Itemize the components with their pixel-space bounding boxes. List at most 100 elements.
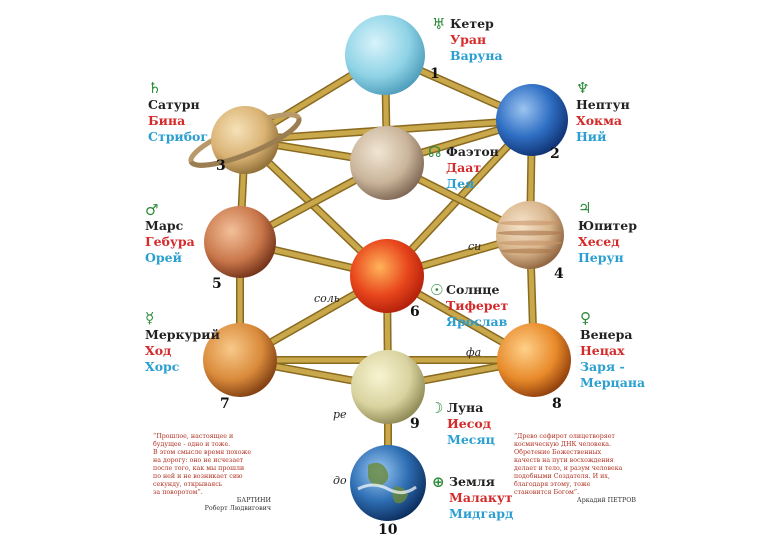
sephira-number-9: 9 xyxy=(410,416,420,432)
quote-right-line: качеств на пути восхождения xyxy=(514,457,614,464)
quote-left-line: будущее - одно и тоже. xyxy=(153,441,231,448)
planet-moon xyxy=(351,350,425,424)
label-saturn-line-2: Стрибог xyxy=(148,129,209,144)
planet-spheres xyxy=(188,15,571,521)
label-mercury-line-0: Меркурий xyxy=(145,327,220,342)
label-sun-line-1: Тиферет xyxy=(446,298,509,313)
sephira-number-2: 2 xyxy=(550,146,560,162)
label-jupiter-line-2: Перун xyxy=(578,250,624,265)
label-venus-line-2: Заря - xyxy=(580,359,625,374)
label-earth-line-2: Мидгард xyxy=(449,506,514,521)
label-phaeton-line-1: Даат xyxy=(446,160,482,175)
quote-left-author: БАРТИНИ xyxy=(236,497,271,504)
venus-symbol-icon: ♀ xyxy=(580,309,591,327)
label-saturn-line-1: Бина xyxy=(148,113,186,128)
jupiter-band xyxy=(501,248,559,254)
quote-left-line: В этом смысле время похоже xyxy=(153,449,252,456)
sephira-number-6: 6 xyxy=(410,304,420,320)
saturn-ring-front xyxy=(188,117,302,168)
mercury-symbol-icon: ☿ xyxy=(145,309,155,327)
planet-venus xyxy=(497,323,571,397)
sephira-number-1: 1 xyxy=(430,66,440,82)
quote-right-line: “Древо сефирот олицетворяет xyxy=(514,433,615,440)
planet-earth xyxy=(350,445,426,521)
label-phaeton-line-0: Фаэтон xyxy=(446,144,499,159)
phaeton-symbol-icon: ☊ xyxy=(428,143,442,161)
planet-saturn xyxy=(211,106,279,174)
label-moon-line-0: Луна xyxy=(447,400,484,415)
earth-clouds xyxy=(357,483,417,494)
sephira-number-3: 3 xyxy=(216,158,226,174)
label-jupiter-line-1: Хесед xyxy=(578,234,620,249)
quote-right-author: Аркадий ПЕТРОВ xyxy=(576,497,636,504)
quote-left-line: секунду, открываясь xyxy=(153,481,223,488)
quote-right-line: благодаря этому, тоже xyxy=(514,481,591,488)
quote-left-author-sub: Роберт Людвигович xyxy=(204,505,271,512)
label-phaeton-line-2: Дея xyxy=(446,176,475,191)
sephira-number-8: 8 xyxy=(552,396,562,412)
label-mars-line-0: Марс xyxy=(145,218,184,233)
moon-symbol-icon: ☽ xyxy=(430,399,444,417)
planet-uranus xyxy=(345,15,425,95)
label-moon-line-1: Иесод xyxy=(447,416,492,431)
planet-sun xyxy=(350,239,424,313)
jupiter-band xyxy=(497,240,563,246)
label-earth-line-0: Земля xyxy=(449,474,495,489)
jupiter-band xyxy=(497,230,563,236)
saturn-symbol-icon: ♄ xyxy=(148,79,162,97)
sephira-number-10: 10 xyxy=(378,522,398,538)
label-earth-line-1: Малакут xyxy=(449,490,513,505)
quote-left-line: “Прошлое, настоящее и xyxy=(153,433,234,440)
note-fa: фа xyxy=(466,346,482,359)
label-neptune-line-0: Нептун xyxy=(576,97,630,112)
sephira-number-5: 5 xyxy=(212,276,222,292)
label-uranus-line-2: Варуна xyxy=(450,48,503,63)
note-sol: соль xyxy=(314,292,340,305)
neptune-symbol-icon: ♆ xyxy=(576,79,590,97)
label-mars-line-1: Гебура xyxy=(145,234,195,249)
label-sun-line-0: Солнце xyxy=(446,282,500,297)
label-uranus-line-1: Уран xyxy=(450,32,487,47)
sephira-number-4: 4 xyxy=(554,266,564,282)
label-venus-line-3: Мерцана xyxy=(580,375,646,390)
quote-right-line: космическую ДНК человека. xyxy=(514,441,612,448)
jupiter-symbol-icon: ♃ xyxy=(578,199,592,217)
label-moon-line-2: Месяц xyxy=(447,432,495,447)
sephira-number-7: 7 xyxy=(220,396,230,412)
note-si: си xyxy=(468,240,482,253)
label-neptune-line-1: Хокма xyxy=(576,113,623,128)
quote-left: “Прошлое, настоящее и будущее - одно и т… xyxy=(153,433,271,513)
uranus-symbol-icon: ♅ xyxy=(432,15,446,33)
earth-symbol-icon: ⊕ xyxy=(432,473,445,491)
quote-right-line: подобными Создателя. И их, xyxy=(514,473,610,480)
sun-symbol-icon: ☉ xyxy=(430,281,444,299)
planet-phaeton xyxy=(350,126,424,200)
quote-right: “Древо сефирот олицетворяет космическую … xyxy=(514,433,636,505)
label-mercury-line-1: Ход xyxy=(145,343,172,358)
label-uranus-line-0: Кетер xyxy=(450,16,494,31)
label-neptune-line-2: Ний xyxy=(576,129,607,144)
quote-left-line: на дорогу: оно не исчезает xyxy=(153,457,244,464)
label-sun-line-2: Ярослав xyxy=(446,314,508,329)
jupiter-band xyxy=(499,220,561,226)
quote-left-line: за поворотом”. xyxy=(153,489,203,496)
planet-mars xyxy=(204,206,276,278)
note-do: до xyxy=(333,474,347,487)
mars-symbol-icon: ♂ xyxy=(145,201,159,219)
label-venus-line-0: Венера xyxy=(580,327,633,342)
quote-left-line: по ней и не возникает сию xyxy=(153,473,243,480)
planet-neptune xyxy=(496,84,568,156)
note-re: ре xyxy=(333,408,347,421)
label-venus-line-1: Нецах xyxy=(580,343,625,358)
label-jupiter-line-0: Юпитер xyxy=(578,218,637,233)
label-mercury-line-2: Хорс xyxy=(145,359,180,374)
